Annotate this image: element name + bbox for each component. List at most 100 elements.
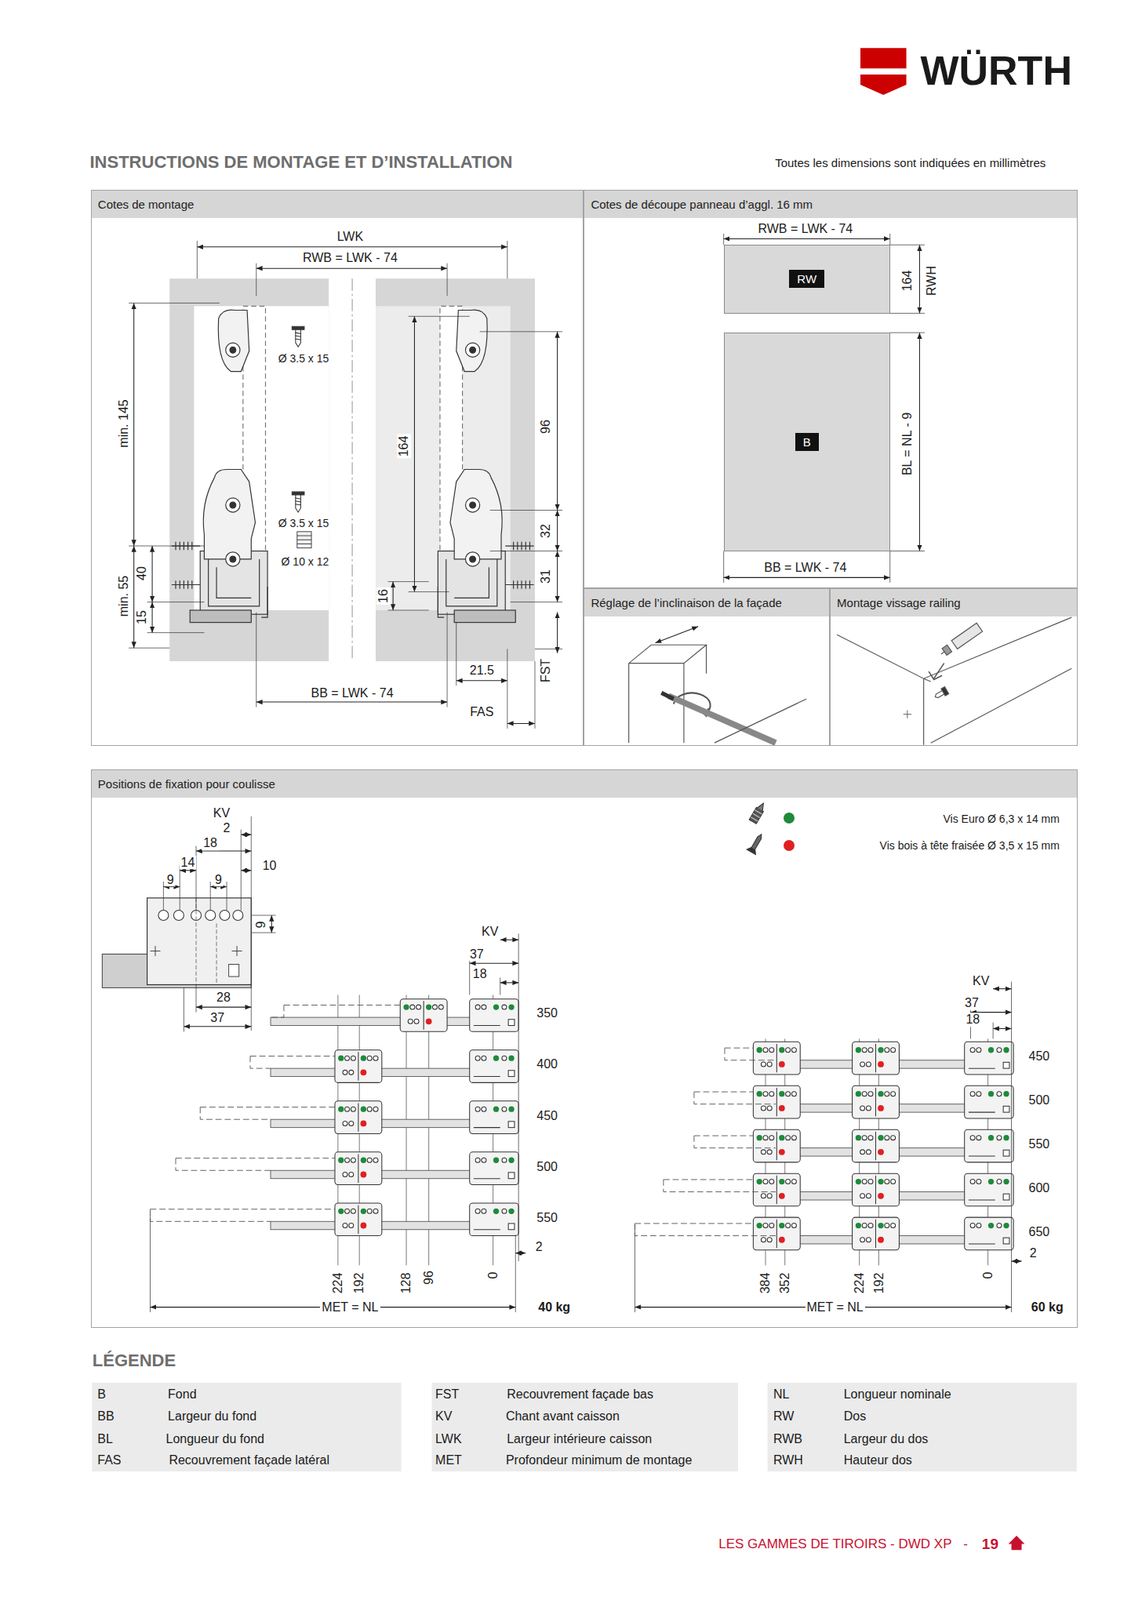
dimension-lines [128,233,925,729]
dimension-label: 18 [471,967,489,982]
dimension-label: 550 [1027,1137,1052,1152]
dimension-label: 224 [330,1271,346,1296]
legend-table-cell: Recouvrement façade bas [505,1387,655,1402]
legend-table-cell: Recouvrement façade latéral [167,1454,331,1469]
dimension-label: min. 55 [116,574,131,619]
dimension-label: BB = LWK - 74 [762,560,848,575]
units-note: Toutes les dimensions sont indiquées en … [773,156,1048,171]
dimension-label: MET = NL [805,1300,866,1315]
dimension-label: 128 [399,1271,414,1296]
railing-screw-figure [836,617,1072,746]
dimension-label: 2 [534,1240,545,1255]
mounting-figure [169,278,535,662]
legend-table-cell: NL [771,1387,791,1402]
dimension-label: 500 [534,1160,560,1175]
page-title: INSTRUCTIONS DE MONTAGE ET D’INSTALLATIO… [90,152,513,172]
dimension-label: 96 [421,1269,437,1287]
dimension-label: 400 [534,1058,560,1073]
screw-icons [746,800,768,855]
legend-swatch [783,840,795,851]
legend-table-cell: RW [771,1410,796,1425]
bracket-detail [101,816,276,1033]
dimension-label: 450 [1027,1049,1052,1064]
dimension-label: 0 [486,1269,501,1281]
facade-adjustment-figure [629,626,807,743]
brand-logo: WÜRTH [918,49,1074,95]
dimension-label: 500 [1027,1093,1052,1108]
dimension-label: 192 [872,1271,887,1296]
part-code: B [795,432,819,451]
legend-table-cell: Hauteur dos [842,1454,914,1469]
dimension-label: RWB = LWK - 74 [756,221,855,237]
panel: Montage vissage railing [829,588,1078,747]
legend-swatch [783,812,795,824]
dimension-label: 31 [539,567,554,586]
legend-table-cell: LWK [433,1432,463,1447]
dimension-label: 9 [165,872,176,888]
dimension-label: 28 [214,990,233,1005]
dimension-label: RWB = LWK - 74 [301,251,400,266]
dimension-label: 2 [1028,1246,1039,1261]
dimension-label: min. 145 [116,397,131,449]
legend-table-cell: Dos [842,1410,868,1425]
panel-heading: Cotes de découpe panneau d’aggl. 16 mm [584,190,1077,219]
legend-table-cell: Longueur nominale [842,1387,953,1402]
dimension-label: 0 [981,1269,996,1281]
dimension-label: Ø 3.5 x 15 [276,352,331,365]
footer-text: LES GAMMES DE TIROIRS - DWD XP [716,1537,953,1553]
dimension-label: 192 [352,1271,367,1296]
dimension-label: 650 [1027,1225,1052,1240]
dimension-label: Ø 10 x 12 [280,556,331,568]
dimension-label: KV [480,924,500,939]
dimension-label: KV [211,807,232,822]
legend-table-cell: FST [433,1387,461,1402]
dimension-label: FAS [468,705,495,721]
dimension-label: 164 [900,269,915,294]
dimension-label: 600 [1027,1181,1052,1196]
logo [860,47,907,95]
footer-text: 19 [980,1536,1001,1553]
legend-table-cell: Profondeur minimum de montage [504,1454,694,1469]
legend-table-cell: Longueur du fond [164,1432,266,1447]
dimension-label: 37 [208,1010,226,1026]
dimension-label: 37 [963,996,981,1011]
legend-table-cell: Fond [166,1387,198,1402]
dimension-label: 32 [539,522,554,540]
dimension-label: BL = NL - 9 [900,410,915,477]
dimension-label: 37 [468,947,486,962]
legend-table-cell: Chant avant caisson [504,1410,622,1425]
legend-table-cell: Largeur du fond [166,1410,259,1425]
home-icon [1008,1535,1026,1550]
dimension-label: KV [970,974,991,989]
dimension-label: 224 [852,1271,867,1296]
dimension-label: 9 [213,872,224,888]
dimension-label: 18 [201,836,219,851]
section-heading: LÉGENDE [90,1351,178,1371]
panel: Positions de fixation pour coulisse [90,769,1079,1328]
dimension-label: BB = LWK - 74 [309,686,395,701]
dimension-label: Ø 3.5 x 15 [276,517,331,530]
dimension-label: 450 [534,1109,560,1124]
panel-heading: Cotes de montage [91,190,584,219]
dimension-label: 96 [539,418,554,436]
legend-table-cell: RWB [771,1432,804,1447]
legend-table-cell: BL [95,1432,115,1447]
legend-table-cell: BB [95,1410,116,1425]
part-box: B [723,332,891,552]
part-code: RW [789,269,825,288]
panel: Cotes de montage [90,189,585,746]
legend-table-cell: MET [433,1454,464,1469]
dimension-label: MET = NL [320,1300,380,1315]
panel: Réglage de l’inclinaison de la façade [583,588,830,747]
slide-positions-40kg [149,933,526,1313]
legend-text: Vis bois à tête fraisée Ø 3,5 x 15 mm [880,840,1060,852]
legend-table-cell: RWH [771,1454,805,1469]
dimension-label: 40 [134,564,150,582]
dimension-label: RWH [924,264,939,298]
panel: Cotes de découpe panneau d’aggl. 16 mm RW… [583,189,1078,589]
panel-heading: Montage vissage railing [830,589,1077,617]
legend-table-cell: B [95,1387,108,1402]
dimension-label: 15 [134,608,150,626]
legend-table-cell: FAS [95,1454,123,1469]
